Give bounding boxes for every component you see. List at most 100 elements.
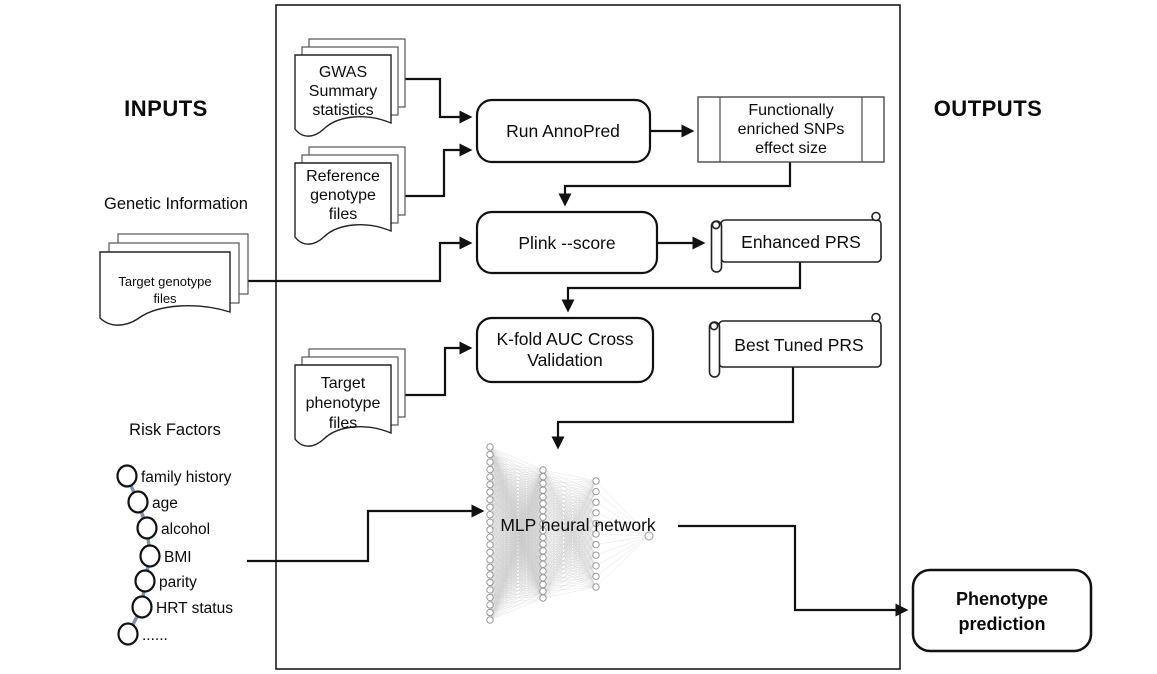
mlp-edge (489, 476, 544, 493)
mlp-edge (489, 454, 544, 477)
mlp-node-icon (486, 526, 494, 534)
mlp-node-icon (539, 547, 547, 555)
mlp-edge (595, 535, 650, 588)
mlp-node-icon (539, 473, 547, 481)
mlp-node-icon (644, 531, 654, 541)
mlp-node-icon (592, 583, 600, 591)
mlp-node-icon (539, 506, 547, 515)
mlp-edge (489, 476, 544, 515)
mlp-edge (489, 490, 544, 621)
mlp-edge (542, 550, 597, 588)
mlp-edge (489, 584, 544, 613)
mlp-node-icon (539, 479, 547, 488)
mlp-edge (489, 557, 544, 621)
genetic-information-label: Genetic Information (104, 195, 248, 213)
mlp-node-icon (539, 486, 547, 494)
plink-score-process: Plink --score (475, 210, 659, 275)
mlp-node-icon (486, 533, 494, 541)
arrow-gwas-to-annopred (405, 77, 473, 124)
mlp-edge (489, 446, 544, 471)
mlp-edge (595, 480, 650, 537)
mlp-node-icon (486, 563, 494, 572)
mlp-edge (542, 480, 597, 518)
risk-factor-item-label: ...... (142, 627, 168, 644)
mlp-edge (542, 480, 597, 491)
mlp-edge (542, 564, 597, 577)
mlp-edge (595, 491, 650, 537)
mlp-edge (542, 480, 597, 531)
mlp-node-icon (539, 567, 547, 575)
mlp-node-icon (486, 503, 494, 511)
mlp-edge (542, 491, 597, 572)
snps-box (697, 96, 885, 163)
mlp-edge (489, 469, 544, 545)
mlp-node-icon (592, 498, 600, 506)
mlp-edge (542, 533, 597, 599)
mlp-edge (542, 502, 597, 552)
mlp-edge (489, 469, 544, 591)
mlp-edge (542, 491, 597, 552)
mlp-edge (542, 480, 597, 585)
mlp-node-icon (486, 571, 494, 579)
arrow-snps-to-plink (558, 162, 792, 207)
mlp-edge (595, 535, 650, 556)
risk-factor-node-icon (139, 544, 161, 568)
mlp-edge (542, 557, 597, 588)
mlp-edge (489, 584, 544, 621)
mlp-edge (542, 570, 597, 577)
document-page-front (99, 251, 231, 326)
mlp-edge (489, 530, 544, 621)
mlp-edge (489, 469, 544, 583)
phenotype-prediction-box (911, 568, 1093, 653)
mlp-edge (542, 584, 597, 588)
risk-factor-node-icon (116, 464, 138, 488)
document-page-front (294, 54, 392, 137)
arrow-reference-to-annopred (405, 143, 473, 198)
arrow-target-phenotype-to-kfold (405, 341, 473, 397)
mlp-edge (489, 469, 544, 508)
pipeline-frame (275, 4, 901, 670)
mlp-edge (595, 535, 650, 577)
mlp-edge (489, 469, 544, 478)
mlp-node-icon (486, 443, 494, 451)
mlp-edge (542, 480, 597, 498)
mlp-node-icon (486, 458, 494, 466)
mlp-node-icon (486, 473, 494, 481)
best-tuned-prs-label: Best Tuned PRS (734, 335, 863, 355)
risk-factor-node-icon (136, 516, 158, 540)
arrow-enhanced-prs-to-kfold (561, 262, 802, 313)
arrow-best-tuned-prs-to-mlp (551, 367, 795, 450)
mlp-edge (542, 586, 597, 599)
scroll-curl-icon (871, 211, 881, 222)
mlp-edge (489, 591, 544, 621)
mlp-edge (542, 565, 597, 599)
outputs-heading: OUTPUTS (934, 96, 1043, 121)
mlp-edge (489, 523, 544, 621)
mlp-edge (542, 557, 597, 577)
mlp-edge (489, 476, 544, 500)
mlp-edge (595, 533, 650, 537)
mlp-edge (542, 512, 597, 599)
mlp-edge (489, 461, 544, 471)
mlp-edge (489, 577, 544, 621)
document-page-front (294, 364, 392, 447)
mlp-edge (489, 446, 544, 477)
risk-factor-item-label: HRT status (156, 600, 233, 617)
mlp-node-icon (539, 493, 547, 501)
mlp-edge (542, 480, 597, 504)
mlp-node-icon (539, 594, 547, 602)
mlp-node-icon (486, 450, 494, 459)
risk-factor-node-icon (127, 490, 149, 514)
mlp-edge (489, 469, 544, 538)
mlp-edge (489, 469, 544, 613)
mlp-edge (489, 469, 544, 598)
mlp-node-icon (592, 519, 600, 528)
mlp-node-icon (592, 572, 600, 581)
mlp-node-icon (592, 530, 600, 538)
plink-score-box (475, 210, 659, 275)
